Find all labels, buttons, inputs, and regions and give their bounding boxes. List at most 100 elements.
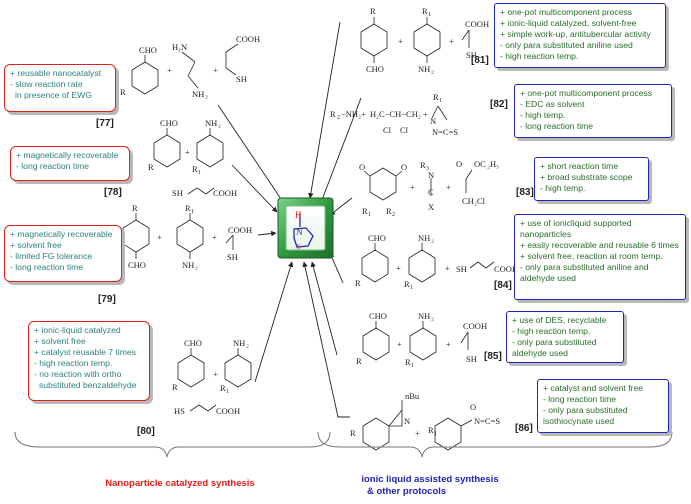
label-r-80: R <box>172 382 178 392</box>
label-r-84: R <box>355 278 361 288</box>
caption-nanoparticle: Nanoparticle catalyzed synthesis <box>105 478 255 489</box>
label-r-77: R <box>120 87 126 97</box>
label-r1-79: R <box>185 203 191 213</box>
label-sh-79: SH <box>227 252 238 262</box>
box-81-line-1: + one-pot multicomponent process <box>500 7 633 17</box>
reaction-79-labels: R CHO + R 1 NH ₂ + COOH SH <box>128 203 252 270</box>
box-81-line-4: - only para substituted aniline used <box>500 40 633 50</box>
svg-text:−NH₂+: −NH₂+ <box>341 109 366 119</box>
reaction-arrows <box>217 21 362 418</box>
reaction-79-structures <box>122 213 234 259</box>
label-cooh-80: COOH <box>216 406 240 416</box>
box-86-line-1: + catalyst and solvent free <box>543 383 644 393</box>
box-85-line-3: - only para substituted <box>512 337 597 347</box>
label-o2-83: O <box>401 162 407 172</box>
reaction-80-structures <box>177 348 252 412</box>
box-84-line-3: + easily recoverable and reusable 6 time… <box>520 240 679 250</box>
label-ncs-86: N=C=S <box>474 416 500 426</box>
label-r2-83: R <box>386 206 392 216</box>
label-r2nh2-82: R <box>330 109 336 119</box>
reaction-84-labels: CHO NH ₂ R + R 1 + SH COOH <box>355 233 518 291</box>
box-80-line-5: - no reaction with ortho <box>34 369 122 379</box>
box-80-line-6: substituted benzaldehyde <box>39 380 137 390</box>
reaction-84-structures <box>361 243 495 283</box>
caption-ionic-liquid: ionic liquid assisted synthesis & other … <box>345 474 515 498</box>
annotation-box-80: + ionic-liquid catalyzed + solvent free … <box>28 321 150 401</box>
reaction-82-structures <box>431 105 448 121</box>
box-81-line-3: + simple work-up, antitubercular activit… <box>500 29 651 39</box>
ref-85: [85] <box>484 351 502 362</box>
ref-77: [77] <box>96 118 114 129</box>
reaction-78-structures <box>153 128 224 195</box>
box-77-line-2: - slow reaction rate <box>10 79 83 89</box>
label-cooh-77: COOH <box>236 34 260 44</box>
ref-80: [80] <box>137 426 155 437</box>
label-sh-77: SH <box>236 74 247 84</box>
svg-text:₂: ₂ <box>431 311 434 321</box>
box-79-line-1: + magnetically recoverable <box>10 229 113 239</box>
box-77-line-3: in presence of EWG <box>15 90 92 100</box>
reaction-77-labels: CHO R + H ₂N NH ₂ + COOH SH <box>120 34 260 99</box>
svg-text:+: + <box>396 263 401 273</box>
reaction-81-labels: R CHO + R 1 NH ₂ + COOH SH <box>366 6 489 74</box>
reaction-83-labels: O O R 1 R 2 + R 3 N C X + O OC ₂H₅ CH ₂C… <box>359 159 499 218</box>
svg-text:1: 1 <box>428 12 431 18</box>
box-80-line-4: - high reaction temp. <box>34 358 113 368</box>
annotation-box-77: + reusable nanocatalyst - slow reaction … <box>4 64 116 112</box>
svg-text:₂C−CH−CH₂ +: ₂C−CH−CH₂ + <box>376 109 428 119</box>
label-o1-83: O <box>359 162 365 172</box>
box-81-line-5: - high reaction temp. <box>500 51 579 61</box>
label-r1-85: R <box>405 357 411 367</box>
svg-text:₂H₅: ₂H₅ <box>487 159 499 169</box>
label-cooh-84: COOH <box>494 264 518 274</box>
box-80-line-1: + ionic-liquid catalyzed <box>34 325 121 335</box>
label-ch2cl-83: CH <box>462 196 474 206</box>
box-85-line-4: aldehyde used <box>512 348 568 358</box>
svg-text:₂Cl: ₂Cl <box>474 196 486 206</box>
svg-text:+: + <box>212 232 217 242</box>
label-cho-81: CHO <box>366 64 384 74</box>
label-r1-81: R <box>422 6 428 16</box>
label-n-83: N <box>428 170 434 180</box>
label-r1-83: R <box>362 206 368 216</box>
annotation-box-86: + catalyst and solvent free - long react… <box>537 379 669 433</box>
label-sh-84: SH <box>456 264 467 274</box>
ref-79: [79] <box>98 294 116 305</box>
label-h2n-77: H <box>172 42 178 52</box>
label-r-85: R <box>356 356 362 366</box>
label-r1-80: R <box>220 383 226 393</box>
box-79-line-4: - long reaction time <box>10 262 84 272</box>
label-nh2-81: NH <box>418 64 430 74</box>
label-cl2-82: Cl <box>400 125 409 135</box>
label-nco-82: N=C=S <box>432 127 458 137</box>
label-cho-77: CHO <box>139 45 157 55</box>
label-r1-84: R <box>404 279 410 289</box>
box-79-line-3: - limited FG tolerance <box>10 251 93 261</box>
group-braces <box>14 431 673 458</box>
svg-text:+: + <box>446 182 451 192</box>
label-x-83: X <box>428 202 434 212</box>
ref-81: [81] <box>471 55 489 66</box>
box-86-line-3: - only para substituted <box>543 405 628 415</box>
box-84-line-4: + solvent free, reaction at room temp. <box>520 251 663 261</box>
svg-text:1: 1 <box>439 98 442 104</box>
box-86-line-2: - long reaction time <box>543 394 617 404</box>
caption-ionic-liquid-line-1: ionic liquid assisted synthesis <box>361 474 499 485</box>
annotation-box-85: + use of DES, recyclable - high reaction… <box>506 311 624 363</box>
label-r-79: R <box>132 203 138 213</box>
center-s: S <box>297 243 301 251</box>
reaction-81-structures <box>360 17 470 63</box>
label-cho-80: CHO <box>184 338 202 348</box>
label-n-86: N <box>404 416 410 426</box>
ref-84: [84] <box>494 280 512 291</box>
ref-86: [86] <box>515 423 533 434</box>
label-cho-84: CHO <box>368 233 386 243</box>
center-n: N <box>296 227 303 237</box>
label-r-78: R <box>148 162 154 172</box>
label-nbu-86: nBu <box>405 391 420 401</box>
svg-text:1: 1 <box>410 285 413 291</box>
box-77-line-1: + reusable nanocatalyst <box>10 68 102 78</box>
svg-text:₂: ₂ <box>246 338 249 348</box>
box-80-line-3: + catalyst reusable 7 times <box>34 347 136 357</box>
ref-82: [82] <box>490 99 508 110</box>
